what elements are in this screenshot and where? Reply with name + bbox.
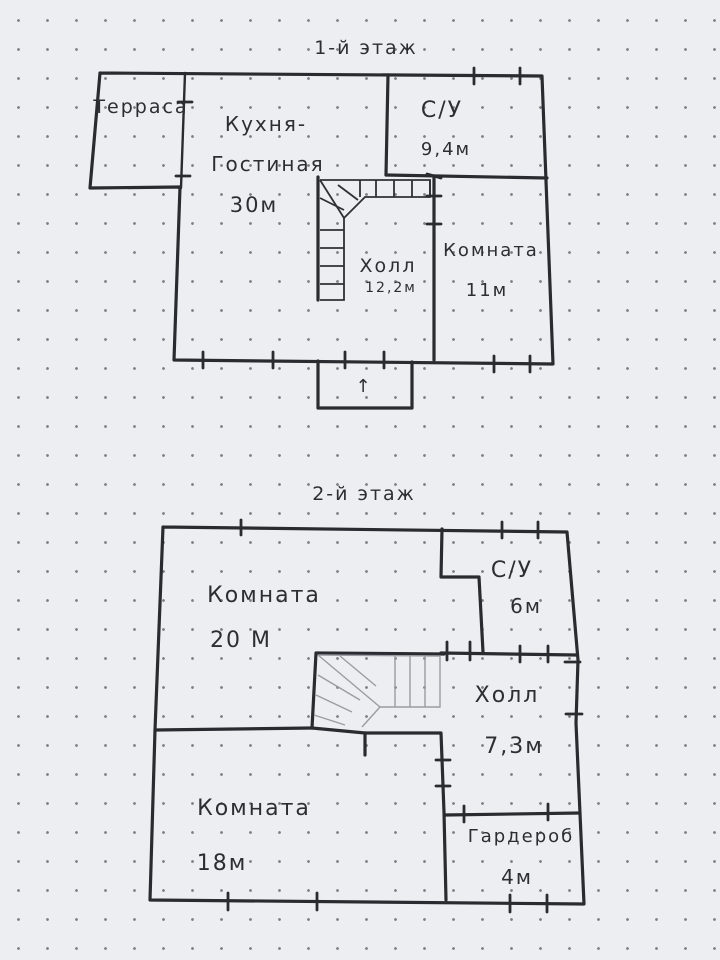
room-2-lower-label: Комната [197, 796, 311, 821]
room-1-label: Комната [443, 240, 539, 261]
floor-1-outer-walls [88, 71, 555, 366]
bathroom-2-wall [439, 527, 485, 654]
hall-2-label: Холл [475, 683, 540, 708]
wardrobe-wall [443, 811, 582, 817]
bathroom-1-lower-wall [384, 173, 549, 180]
floor-2-plan: 2-й этаж [148, 483, 586, 914]
rooms-divider-wall [153, 726, 314, 732]
floor-2-opening-ticks [226, 518, 584, 914]
hall-1-label: Холл [360, 255, 417, 277]
wardrobe-area: 4м [501, 865, 533, 889]
terrace-label: Терраса [92, 96, 188, 118]
bathroom-2-area: 6м [510, 594, 542, 618]
room-2-lower-area: 18м [197, 851, 248, 876]
floor-1-opening-ticks [174, 66, 532, 374]
stair-2-landing-wall [310, 726, 367, 735]
room-2-large-area: 20 М [210, 628, 272, 653]
kitchen-area: 30м [230, 193, 279, 217]
entrance-arrow-icon: ↑ [355, 376, 372, 397]
bathroom-1-wall [384, 73, 390, 177]
floor-2-title: 2-й этаж [312, 483, 416, 505]
stair-2-enclosure [310, 651, 446, 730]
bathroom-2-label: С/У [491, 558, 533, 583]
hall-2-wall [363, 731, 448, 902]
bathroom-1-area: 9,4м [421, 139, 471, 160]
floor-1-staircase [319, 179, 431, 301]
bathroom-1-label: С/У [421, 98, 463, 123]
entrance-porch [316, 359, 414, 410]
floor-2-staircase [313, 654, 441, 728]
hall-1-area: 12,2м [365, 280, 417, 296]
kitchen-label-line2: Гостиная [211, 152, 324, 176]
hall-2-area: 7,3м [484, 734, 544, 759]
terrace-wall [179, 71, 187, 190]
kitchen-label-line1: Кухня- [225, 112, 307, 136]
floor-1-plan: 1-й этаж [88, 37, 555, 410]
bathroom-2-lower-wall [439, 651, 578, 657]
wardrobe-label: Гардероб [468, 826, 575, 847]
room-2-large-label: Комната [207, 583, 321, 608]
floor-1-title: 1-й этаж [314, 37, 418, 59]
room-1-area: 11м [466, 280, 508, 301]
